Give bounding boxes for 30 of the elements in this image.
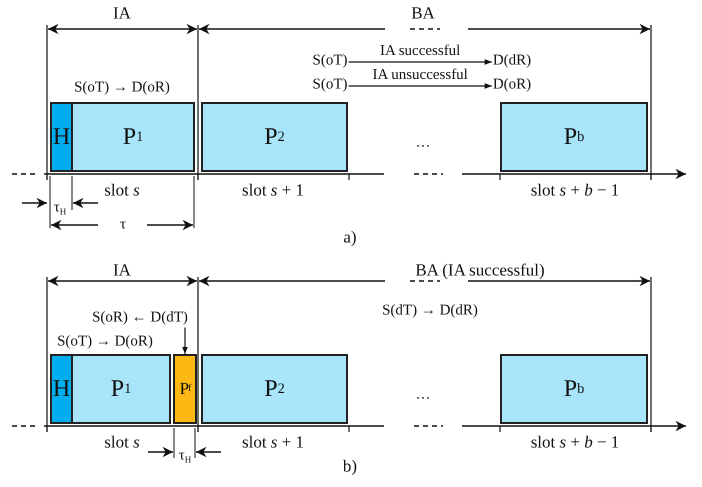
dimension-label: τ$_{H}$ (54, 200, 66, 216)
panel-label: b) (342, 458, 358, 474)
slot-label: slot s + b − 1 (530, 182, 620, 198)
arrow (348, 59, 492, 65)
dimension-label: τ$_{H}$ (178, 448, 192, 464)
direction-label: S(oT) → D(oR) (57, 334, 153, 350)
endpoint-label: S(oT) (312, 52, 348, 70)
span-label: BA (IA successful) (415, 262, 545, 278)
span-label: IA (113, 4, 131, 22)
slot-label: slot s + 1 (242, 182, 304, 198)
ellipsis: … (416, 386, 430, 404)
endpoint-label: S(oT) (312, 76, 348, 94)
span-label: IA (113, 262, 131, 278)
slot-label: slot s (104, 182, 140, 198)
slot-label: slot s + b − 1 (530, 434, 620, 450)
endpoint-label: D(oR) (492, 76, 532, 94)
header-block: H (50, 102, 73, 172)
direction-label: S(dT) → D(dR) (382, 302, 478, 320)
endpoint-label: D(dR) (492, 52, 532, 70)
slot-label: slot s (104, 434, 140, 450)
ellipsis: … (416, 134, 430, 152)
arrow (182, 328, 188, 354)
span-label: BA (411, 4, 435, 22)
annotation-label: S(oR) ← D(dT) (92, 310, 188, 326)
header-block: H (50, 354, 73, 424)
arrow (348, 83, 492, 89)
dimension-label: τ (120, 216, 126, 234)
direction-label: S(oT) → D(oR) (74, 80, 170, 96)
slot-label: slot s + 1 (242, 434, 304, 450)
panel-label: a) (343, 228, 357, 246)
